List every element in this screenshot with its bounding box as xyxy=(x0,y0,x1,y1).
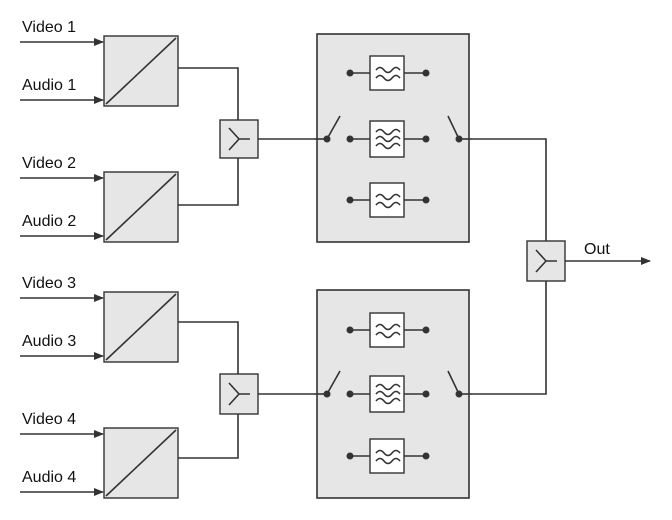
bandpass-filter-icon xyxy=(375,128,401,150)
modulator-2 xyxy=(103,171,179,243)
bandpass-filter-icon xyxy=(375,449,401,465)
combiner-2 xyxy=(219,373,259,415)
diagonal-line-icon xyxy=(105,37,177,105)
bandpass-filter-icon xyxy=(375,383,401,405)
input-label-audio-2: Audio 2 xyxy=(22,213,76,230)
combiner-icon xyxy=(228,127,250,151)
wire-mod3-comb2 xyxy=(178,321,239,374)
filter-bank-1 xyxy=(314,33,472,243)
input-label-video-3: Video 3 xyxy=(22,275,76,292)
filter-1-2 xyxy=(346,120,430,158)
input-label-audio-1: Audio 1 xyxy=(22,77,76,94)
modulator-4 xyxy=(103,427,179,499)
output-combiner xyxy=(526,240,566,282)
bandpass-filter-icon xyxy=(375,193,401,209)
wire-mod2-comb1 xyxy=(178,158,239,206)
wire-mod4-comb2 xyxy=(178,414,239,459)
modulator-1 xyxy=(103,35,179,107)
diagonal-line-icon xyxy=(105,173,177,241)
output-label: Out xyxy=(584,241,610,258)
input-label-audio-4: Audio 4 xyxy=(22,469,76,486)
bandpass-filter-icon xyxy=(375,66,401,82)
modulator-3 xyxy=(103,291,179,363)
switch-icon xyxy=(326,115,341,140)
input-label-video-4: Video 4 xyxy=(22,411,76,428)
wire-bank1-output xyxy=(472,138,547,241)
bandpass-filter-icon xyxy=(375,323,401,339)
filter-2-1 xyxy=(346,312,430,348)
diagonal-line-icon xyxy=(105,293,177,361)
wire-mod1-comb1 xyxy=(178,67,239,120)
switch-icon xyxy=(326,370,341,395)
combiner-icon xyxy=(535,249,557,273)
combiner-1 xyxy=(219,119,259,159)
filter-2-3 xyxy=(346,438,430,474)
filter-1-3 xyxy=(346,182,430,218)
switch-icon xyxy=(447,115,460,140)
filter-bank-2 xyxy=(314,289,472,499)
filter-2-2 xyxy=(346,375,430,413)
filter-1-1 xyxy=(346,55,430,91)
combiner-icon xyxy=(228,382,250,406)
input-label-video-2: Video 2 xyxy=(22,155,76,172)
switch-icon xyxy=(447,370,460,395)
input-label-audio-3: Audio 3 xyxy=(22,333,76,350)
diagonal-line-icon xyxy=(105,429,177,497)
wire-bank2-output xyxy=(472,281,547,395)
input-label-video-1: Video 1 xyxy=(22,19,76,36)
